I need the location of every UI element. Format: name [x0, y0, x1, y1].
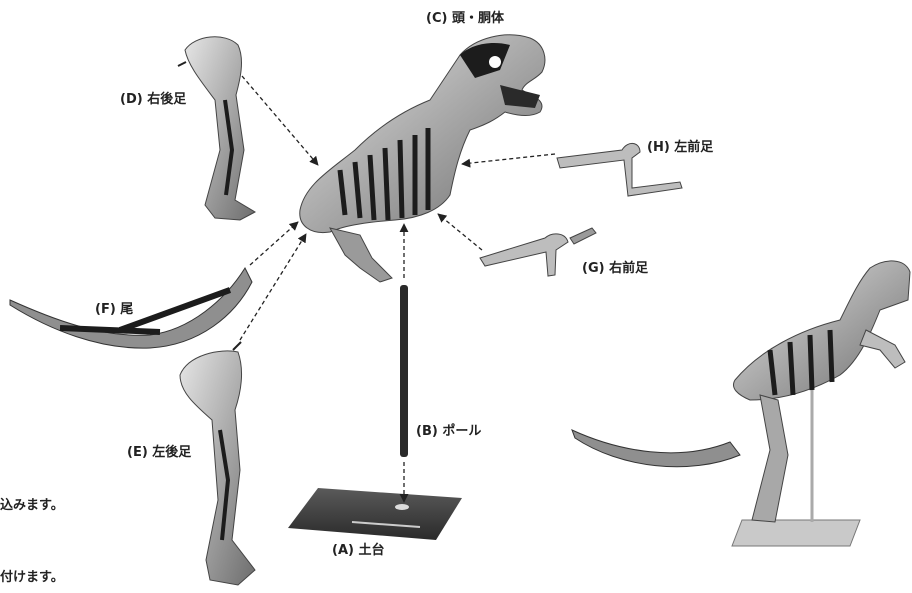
label-f-tail: (F) 尾 [95, 303, 133, 316]
part-g-right-front-leg [480, 228, 596, 276]
arrow-f-to-body [250, 222, 298, 265]
assembled-dinosaur [572, 261, 910, 546]
part-b-pole [400, 285, 408, 457]
arrow-g-to-body [438, 214, 482, 250]
label-a-base: (A) 土台 [332, 544, 384, 557]
label-e-left-hind-leg: (E) 左後足 [127, 446, 191, 459]
arrow-h-to-body [462, 154, 555, 164]
label-h-left-front-leg: (H) 左前足 [647, 141, 713, 154]
part-e-left-hind-leg [180, 342, 255, 585]
label-b-pole: (B) ポール [416, 425, 481, 438]
instruction-line-1: 込みます。 [0, 499, 64, 512]
instruction-line-2: 付けます。 [0, 571, 64, 584]
part-a-base [288, 488, 462, 540]
label-d-right-hind-leg: (D) 右後足 [120, 93, 186, 106]
arrow-e-to-body [240, 234, 306, 340]
arrow-d-to-body [242, 76, 318, 165]
label-g-right-front-leg: (G) 右前足 [582, 262, 648, 275]
label-c-head-torso: (C) 頭・胴体 [426, 12, 504, 25]
part-d-right-hind-leg [178, 37, 255, 220]
part-c-head-torso [300, 35, 545, 282]
